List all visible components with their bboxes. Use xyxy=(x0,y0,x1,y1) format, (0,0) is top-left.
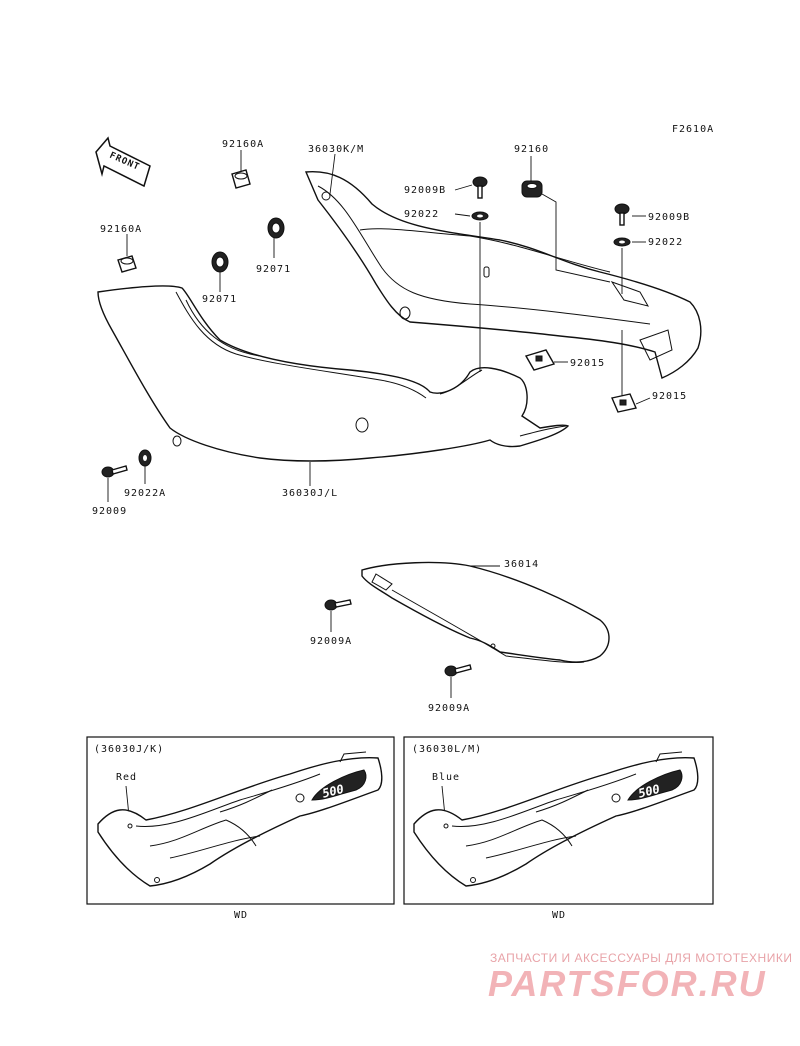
grommet-92160A-top xyxy=(231,169,251,189)
callout-92071-upper: 92071 xyxy=(256,264,291,275)
inset-right-side-cover: 500 xyxy=(413,751,699,887)
watermark-tagline: ЗАПЧАСТИ И АКСЕССУАРЫ ДЛЯ МОТОТЕХНИКИ xyxy=(490,951,792,965)
grommet-92071-lower xyxy=(211,251,229,273)
callout-92015-right: 92015 xyxy=(652,391,687,402)
clip-nut-92015-right xyxy=(611,393,637,413)
washer-92022A xyxy=(138,449,152,467)
front-arrow-icon: FRONT xyxy=(95,136,151,188)
callout-92160A-left: 92160A xyxy=(100,224,142,235)
grommet-92071-upper xyxy=(267,217,285,239)
callout-92009B-mid: 92009B xyxy=(404,185,446,196)
callout-92009A-lower: 92009A xyxy=(428,703,470,714)
washer-92022-mid xyxy=(471,211,489,221)
inset-right-logo: 500 xyxy=(637,782,661,801)
side-cover-36030J-L xyxy=(97,285,570,462)
side-cover-36030K-M xyxy=(304,171,702,379)
inset-right-title: (36030L/M) xyxy=(412,744,482,755)
inset-left-panel: (36030J/K) Red 500 xyxy=(86,736,395,905)
grommet-92160 xyxy=(521,180,543,198)
callout-92160: 92160 xyxy=(514,144,549,155)
inset-left-caption: WD xyxy=(234,910,248,921)
callout-92160A-top: 92160A xyxy=(222,139,264,150)
callout-92022-mid: 92022 xyxy=(404,209,439,220)
callout-92071-lower: 92071 xyxy=(202,294,237,305)
inset-right-panel: (36030L/M) Blue 500 xyxy=(403,736,714,905)
figure-code: F2610A xyxy=(672,124,714,135)
callout-92009: 92009 xyxy=(92,506,127,517)
bolt-92009B-right xyxy=(614,203,630,226)
bolt-92009A-lower xyxy=(444,664,472,677)
inset-left-color-label: Red xyxy=(116,772,137,783)
bolt-92009A-upper xyxy=(324,599,352,611)
callout-36030KM: 36030K/M xyxy=(308,144,364,155)
inset-left-side-cover: 500 xyxy=(97,751,383,887)
inset-left-logo: 500 xyxy=(321,782,345,801)
washer-92022-right xyxy=(613,237,631,247)
inset-left-title: (36030J/K) xyxy=(94,744,164,755)
callout-92009A-upper: 92009A xyxy=(310,636,352,647)
bolt-92009B-mid xyxy=(472,176,488,199)
leader-lines xyxy=(107,150,651,698)
callout-92015-mid: 92015 xyxy=(570,358,605,369)
callout-92022A: 92022A xyxy=(124,488,166,499)
clip-nut-92015-mid xyxy=(524,349,556,371)
inset-right-caption: WD xyxy=(552,910,566,921)
callout-36030JL: 36030J/L xyxy=(282,488,338,499)
grommet-92160A-left xyxy=(117,255,137,273)
bolt-92009 xyxy=(101,465,128,478)
callout-36014: 36014 xyxy=(504,559,539,570)
callout-92009B-right: 92009B xyxy=(648,212,690,223)
tail-cover-36014 xyxy=(361,561,610,664)
watermark-brand: PARTSFOR.RU xyxy=(488,963,767,1004)
callout-92022-right: 92022 xyxy=(648,237,683,248)
inset-right-color-label: Blue xyxy=(432,772,460,783)
